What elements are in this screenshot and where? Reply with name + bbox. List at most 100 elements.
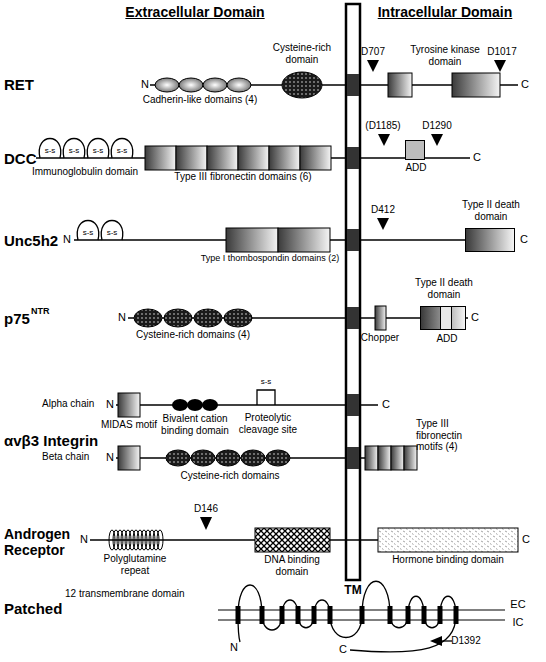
domain-label: Beta chain <box>42 451 104 463</box>
protein-name: TM <box>341 584 365 598</box>
bivalent-cation-domain <box>172 399 218 411</box>
cysteine-rich-domain <box>266 450 290 466</box>
transmembrane-segment <box>347 447 359 469</box>
domain-label: D1392 <box>446 635 486 647</box>
immunoglobulin-loop <box>77 221 99 241</box>
dna-binding-box <box>255 528 330 552</box>
gradient-domain-box <box>238 146 269 170</box>
domain-label: C <box>518 233 530 246</box>
patched-chain <box>442 640 452 641</box>
protein-name: Androgen Receptor <box>4 526 79 558</box>
domain-label: s-s <box>78 228 98 237</box>
cleavage-arrow <box>377 218 389 230</box>
domain-label: DNA binding domain <box>257 554 327 577</box>
patched-helix <box>360 606 365 624</box>
domain-label: Cysteine-rich domains <box>175 470 285 482</box>
gradient-domain-box <box>118 73 500 470</box>
transmembrane-segment <box>347 307 359 329</box>
domain-label: Proteolytic cleavage site <box>228 412 308 435</box>
cell-membrane <box>346 4 360 580</box>
patched-helix <box>422 606 427 624</box>
domain-label: N <box>139 78 151 91</box>
domain-label: s-s <box>88 146 108 155</box>
patched-helix <box>296 606 301 624</box>
gradient-domain-box <box>207 146 238 170</box>
domain-label: C <box>520 533 532 546</box>
cell-membrane <box>346 4 360 580</box>
protein-name: Patched <box>4 600 74 617</box>
domain-label: EC <box>508 598 528 611</box>
domain-label: s-s <box>64 146 84 155</box>
domain-label: (D1185) <box>360 120 406 132</box>
patched-helix <box>260 606 265 624</box>
bivalent-cation-domain <box>187 399 203 411</box>
domain-label: Alpha chain <box>42 398 104 410</box>
domain-label: N <box>61 233 73 246</box>
domain-label: Type III fibronectin domains (6) <box>158 171 328 183</box>
domain-label: N <box>104 451 116 464</box>
protein-name: αvβ3 Integrin <box>4 432 134 449</box>
domain-label: MIDAS motif <box>94 419 164 431</box>
domain-label: D146 <box>190 503 222 515</box>
gradient-domain-box <box>375 306 386 330</box>
domain-label: Type II death domain <box>456 199 526 222</box>
hormone-binding-box <box>378 528 518 552</box>
patched-helix <box>388 606 393 624</box>
domain-label: s-s <box>256 377 276 386</box>
immunoglobulin-loop <box>101 221 123 241</box>
patched-chain <box>238 581 456 652</box>
domain-label: D1290 <box>419 120 455 132</box>
gradient-domain-box <box>176 146 207 170</box>
polyglutamine-coil <box>109 530 163 550</box>
domain-box: ADD <box>405 140 425 160</box>
domain-label: Type III fibronectin motifs (4) <box>416 418 478 453</box>
cysteine-rich-domain <box>282 72 322 98</box>
protein-name: RET <box>4 76 54 93</box>
gradient-domain-box <box>269 146 300 170</box>
cadherin-domain <box>227 78 251 92</box>
domain-label: C <box>337 643 349 656</box>
protein-name: Intracellular Domain <box>365 4 525 20</box>
domain-label: s-s <box>112 146 132 155</box>
gradient-domain-box <box>145 146 176 170</box>
cadherin-domain <box>179 78 203 92</box>
gradient-domain-box <box>300 146 331 170</box>
cysteine-rich-domain <box>164 309 192 327</box>
transmembrane-segment <box>347 74 359 96</box>
domain-box: Type II death domain <box>465 228 515 252</box>
protein-name: NTR <box>31 306 61 316</box>
protein-backbone <box>116 404 378 406</box>
gradient-domain-box <box>118 446 140 470</box>
gradient-domain-box <box>388 73 412 97</box>
cleavage-arrow <box>200 517 212 530</box>
gradient-domain-box <box>391 446 404 470</box>
cadherin-domain <box>155 78 251 92</box>
domain-label: Hormone binding domain <box>388 554 508 566</box>
gradient-domain-box <box>452 73 500 97</box>
immunoglobulin-loop <box>39 139 61 159</box>
domain-label: C <box>469 311 481 324</box>
domain-label: C <box>519 78 531 91</box>
domain-label: Cadherin-like domains (4) <box>135 94 265 106</box>
bivalent-cation-domain <box>172 399 188 411</box>
cleavage-arrow <box>378 134 390 146</box>
cadherin-domain <box>203 78 227 92</box>
gradient-domain-box <box>404 446 417 470</box>
domain-label: D707 <box>358 46 388 58</box>
domain-label: Cysteine-rich domains (4) <box>128 329 258 341</box>
protein-name: Extracellular Domain <box>115 4 275 20</box>
cysteine-rich-domain <box>216 450 240 466</box>
domain-label: Chopper <box>356 332 404 344</box>
dna-binding-box <box>255 528 330 552</box>
cleavage-arrow <box>494 60 506 72</box>
hormone-binding-box <box>378 528 518 552</box>
domain-label: D1017 <box>484 46 520 58</box>
cysteine-rich-domain <box>241 450 265 466</box>
cadherin-domain <box>155 78 179 92</box>
domain-label: IC <box>508 616 528 629</box>
polyglutamine-coil <box>157 530 163 550</box>
transmembrane-segment <box>347 229 359 251</box>
domain-label: Polyglutamine repeat <box>95 553 175 576</box>
cysteine-rich-domain <box>166 450 190 466</box>
